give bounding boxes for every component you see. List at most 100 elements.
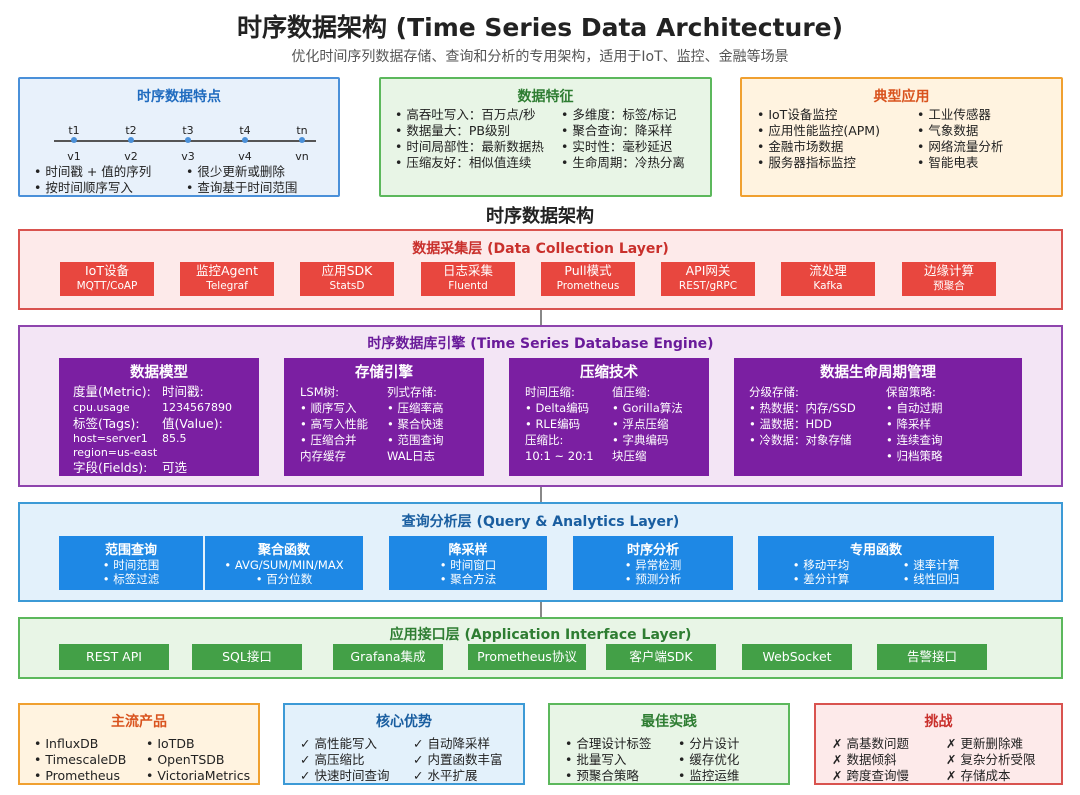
query-item: • 百分位数 [255,572,313,586]
timeline-t-label: tn [296,124,308,137]
engine-line: • 热数据：内存/SSD [749,401,856,415]
engine-line: • Gorilla算法 [612,401,683,415]
products-panel: 主流产品 • InfluxDB • TimescaleDB • Promethe… [18,703,260,785]
engine-line: 字段(Fields): [73,460,148,475]
timeline-v-label: v2 [124,150,138,163]
collection-item-name: 边缘计算 [923,263,974,278]
products-title: 主流产品 [111,714,167,730]
collection-item[interactable]: API网关 REST/gRPC [661,262,755,296]
engine-line: 列式存储: [387,385,437,399]
feature-item: • 查询基于时间范围 [186,180,298,195]
engine-box-title: 存储引擎 [355,365,413,381]
collection-item-sub: Fluentd [448,280,488,292]
collection-item[interactable]: 流处理 Kafka [781,262,875,296]
query-box-title: 范围查询 [104,543,157,558]
query-item: • 速率计算 [902,558,960,572]
timeline-t-label: t4 [239,124,251,137]
applications-title: 典型应用 [873,89,930,105]
timeline-t-label: t2 [125,124,137,137]
collection-item-sub: MQTT/CoAP [76,280,138,292]
collection-item-name: 应用SDK [321,263,373,278]
engine-line: 保留策略: [886,385,936,399]
challenge-item: ✗ 高基数问题 [832,736,909,751]
architecture-title: 时序数据架构 [486,206,594,227]
characteristic-item: • 多维度：标签/标记 [561,107,677,122]
applications-panel: 典型应用 [740,77,1063,197]
collection-item[interactable]: 日志采集 Fluentd [421,262,515,296]
engine-lifecycle[interactable]: 数据生命周期管理 分级存储: • 热数据：内存/SSD • 温数据：HDD • … [734,358,1022,476]
engine-line: • 聚合快速 [387,417,444,431]
advantage-item: ✓ 内置函数丰富 [413,752,503,767]
challenges-title: 挑战 [924,714,953,730]
challenge-item: ✗ 数据倾斜 [832,752,897,767]
interface-alert[interactable]: 告警接口 [877,644,987,670]
engine-line: 值压缩: [612,385,651,399]
interface-sdk[interactable]: 客户端SDK [606,644,716,670]
collection-item-sub: StatsD [329,280,365,292]
query-item: • 差分计算 [792,572,850,586]
timeline-v-label: v1 [67,150,81,163]
layer-connector [540,487,542,502]
practice-item: • 预聚合策略 [565,768,639,783]
feature-item: • 很少更新或删除 [186,164,285,179]
product-item: • InfluxDB [34,736,99,751]
collection-item-sub: Kafka [813,280,843,292]
practice-item: • 合理设计标签 [565,736,652,751]
engine-line [162,446,232,460]
query-box-title: 时序分析 [626,543,679,558]
query-item: • 时间范围 [102,558,160,572]
collection-item[interactable]: IoT设备 MQTT/CoAP [60,262,154,296]
characteristics-title: 数据特征 [517,89,574,105]
engine-storage[interactable]: 存储引擎 LSM树: • 顺序写入 • 高写入性能 • 压缩合并 内存缓存 列式… [284,358,484,476]
interface-prometheus[interactable]: Prometheus协议 [468,644,586,670]
challenge-item: ✗ 跨度查询慢 [832,768,909,783]
engine-line: • Delta编码 [525,401,590,415]
product-item: • TimescaleDB [34,752,127,767]
characteristic-item: • 数据量大：PB级别 [395,123,510,138]
challenge-item: ✗ 更新删除难 [946,736,1023,751]
engine-line: 可选 [162,460,188,475]
query-special[interactable]: 专用函数 • 移动平均 • 差分计算 • 速率计算 • 线性回归 [758,536,994,590]
collection-item[interactable]: Pull模式 Prometheus [541,262,635,296]
interface-grafana[interactable]: Grafana集成 [333,644,443,670]
engine-compression[interactable]: 压缩技术 时间压缩: • Delta编码 • RLE编码 压缩比: 10:1 ~… [509,358,709,476]
applications-list: • IoT设备监控 • 应用性能监控(APM) • 金融市场数据 • 服务器指标… [757,107,1057,171]
page-subtitle: 优化时间序列数据存储、查询和分析的专用架构，适用于IoT、监控、金融等场景 [291,49,789,65]
application-item: • IoT设备监控 [757,107,838,122]
engine-line: 85.5 [162,432,187,445]
collection-item[interactable]: 边缘计算 预聚合 [902,262,996,296]
query-downsample[interactable]: 降采样 • 时间窗口 • 聚合方法 [389,536,547,590]
engine-data-model[interactable]: 数据模型 度量(Metric): cpu.usage 标签(Tags): hos… [59,358,259,476]
practice-item: • 监控运维 [678,768,740,783]
engine-box-title: 压缩技术 [580,365,638,381]
engine-line: 时间压缩: [525,385,575,399]
features-list: • 时间戳 + 值的序列 • 按时间顺序写入 • 很少更新或删除 • 查询基于时… [34,164,334,196]
characteristics-panel: 数据特征 [379,77,712,197]
collection-item[interactable]: 监控Agent Telegraf [180,262,274,296]
engine-line: LSM树: [300,385,340,399]
practice-item: • 分片设计 [678,736,740,751]
engine-line: 内存缓存 [300,449,346,463]
timeline-t-label: t1 [68,124,80,137]
query-range[interactable]: 范围查询 • 时间范围 • 标签过滤 [59,536,203,590]
query-aggregate[interactable]: 聚合函数 • AVG/SUM/MIN/MAX • 百分位数 [205,536,363,590]
engine-box-title: 数据模型 [130,365,188,381]
application-item: • 应用性能监控(APM) [757,123,880,138]
timeline-point [185,137,191,143]
advantage-item: ✓ 高压缩比 [300,752,365,767]
query-item: • 聚合方法 [439,572,497,586]
engine-line: 压缩比: [525,433,564,447]
characteristic-item: • 时间局部性：最新数据热 [395,139,544,154]
engine-line: 1234567890 [162,401,232,414]
interface-sql[interactable]: SQL接口 [192,644,302,670]
practice-item: • 缓存优化 [678,752,740,767]
query-analysis[interactable]: 时序分析 • 异常检测 • 预测分析 [573,536,733,590]
engine-line: WAL日志 [387,449,436,463]
product-item: • VictoriaMetrics [146,768,251,783]
interface-rest-api[interactable]: REST API [59,644,169,670]
timeline-point [242,137,248,143]
layer-connector [540,310,542,325]
engine-line: • 高写入性能 [300,417,368,431]
interface-websocket[interactable]: WebSocket [742,644,852,670]
collection-item[interactable]: 应用SDK StatsD [300,262,394,296]
